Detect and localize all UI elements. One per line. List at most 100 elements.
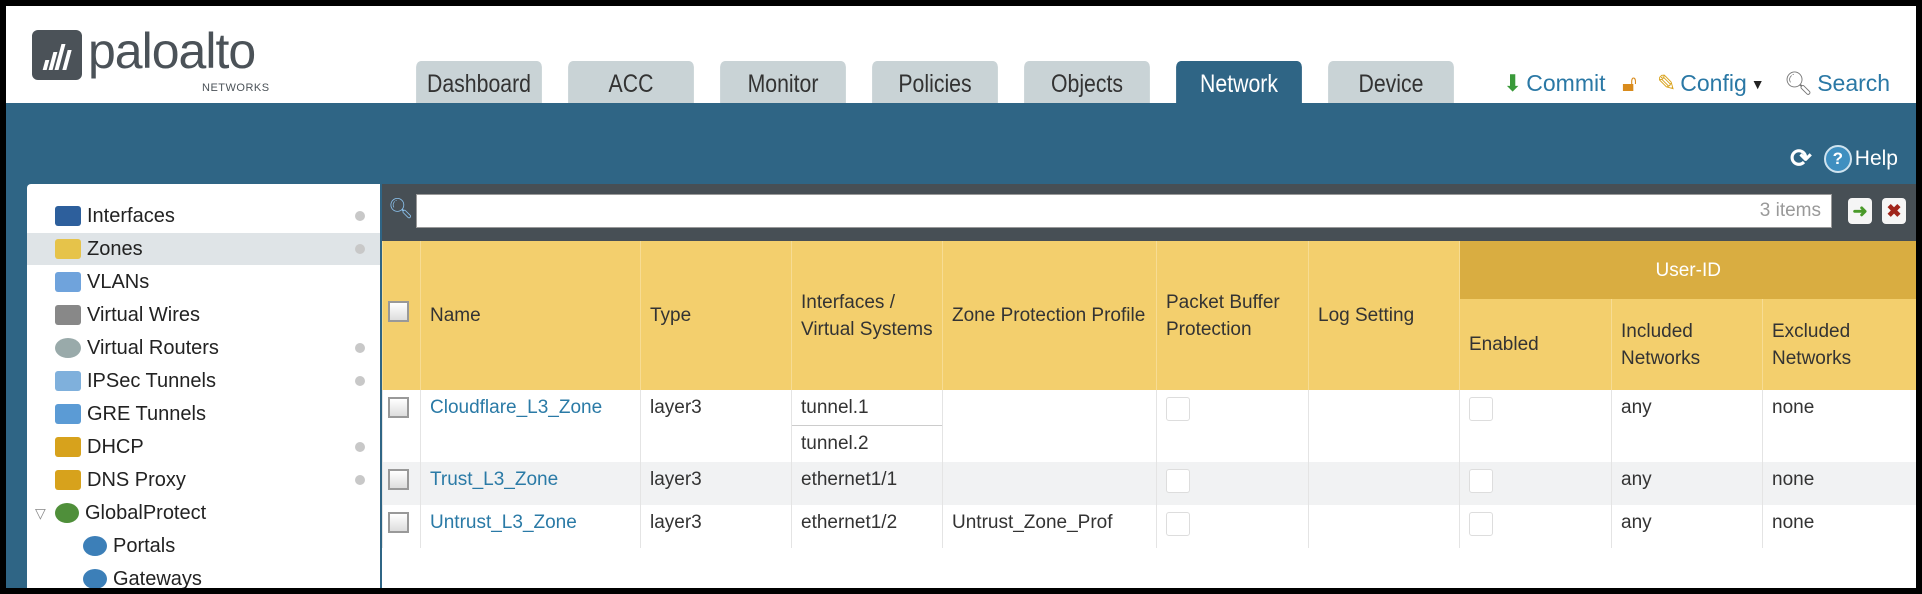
zone-name-link[interactable]: Trust_L3_Zone bbox=[420, 462, 641, 505]
select-all-header bbox=[382, 241, 421, 390]
main-panel: 🔍︎ 3 items ➜ ✖ Name Type Interfaces / Vi… bbox=[382, 184, 1916, 588]
userid-enabled-cell bbox=[1459, 462, 1612, 505]
zone-name-link[interactable]: Cloudflare_L3_Zone bbox=[420, 390, 641, 462]
interface-item: tunnel.2 bbox=[792, 426, 942, 462]
zone-interfaces: ethernet1/1 bbox=[791, 462, 943, 505]
sidebar-item-virtual-wires[interactable]: Virtual Wires bbox=[27, 299, 380, 331]
zone-protection-profile bbox=[942, 390, 1157, 462]
portals-icon bbox=[83, 536, 107, 556]
packet-buffer-checkbox bbox=[1166, 397, 1190, 421]
col-type[interactable]: Type bbox=[640, 241, 792, 390]
config-menu[interactable]: ✎Config▼ bbox=[1657, 70, 1765, 97]
sidebar-item-zones[interactable]: Zones bbox=[27, 233, 380, 265]
dns-icon bbox=[55, 470, 81, 490]
userid-enabled-cell bbox=[1459, 505, 1612, 548]
sidebar-item-gateways[interactable]: Gateways bbox=[27, 563, 380, 588]
log-setting-cell bbox=[1308, 505, 1460, 548]
row-checkbox[interactable] bbox=[388, 397, 409, 418]
status-dot bbox=[355, 376, 365, 386]
sidebar-item-label: Portals bbox=[113, 534, 176, 557]
config-label: Config bbox=[1680, 70, 1747, 96]
zones-table: Name Type Interfaces / Virtual Systems Z… bbox=[382, 241, 1916, 548]
sidebar-item-vlans[interactable]: VLANs bbox=[27, 266, 380, 298]
status-dot bbox=[355, 343, 365, 353]
row-select bbox=[382, 505, 421, 548]
userid-enabled-checkbox bbox=[1469, 512, 1493, 536]
select-all-checkbox[interactable] bbox=[388, 301, 409, 322]
help-button[interactable]: ?Help bbox=[1823, 144, 1898, 173]
ipsec-icon bbox=[55, 371, 81, 391]
sidebar-item-label: IPSec Tunnels bbox=[87, 369, 216, 392]
logo: paloalto NETWORKS bbox=[32, 26, 269, 94]
tab-objects[interactable]: Objects bbox=[1024, 61, 1150, 103]
status-dot bbox=[355, 211, 365, 221]
packet-buffer-cell bbox=[1156, 390, 1309, 462]
zone-type: layer3 bbox=[640, 462, 792, 505]
row-checkbox[interactable] bbox=[388, 512, 409, 533]
lock-button[interactable]: 🔓︎ bbox=[1622, 70, 1637, 97]
col-packet-buffer[interactable]: Packet Buffer Protection bbox=[1156, 241, 1309, 390]
tab-policies[interactable]: Policies bbox=[872, 61, 998, 103]
commit-icon: ⬇ bbox=[1503, 70, 1523, 96]
sidebar-item-ipsec-tunnels[interactable]: IPSec Tunnels bbox=[27, 365, 380, 397]
filter-input[interactable]: 3 items bbox=[416, 194, 1832, 228]
logo-mark-icon bbox=[32, 30, 82, 80]
table-row[interactable]: Trust_L3_Zone layer3 ethernet1/1 any non… bbox=[382, 462, 1916, 505]
col-name[interactable]: Name bbox=[420, 241, 641, 390]
zone-name-link[interactable]: Untrust_L3_Zone bbox=[420, 505, 641, 548]
sidebar-item-dns-proxy[interactable]: DNS Proxy bbox=[27, 464, 380, 496]
included-networks: any bbox=[1611, 462, 1763, 505]
search-link[interactable]: 🔍︎Search bbox=[1784, 70, 1890, 97]
included-networks: any bbox=[1611, 390, 1763, 462]
col-log-setting[interactable]: Log Setting bbox=[1308, 241, 1460, 390]
globalprotect-icon bbox=[55, 503, 79, 523]
zone-protection-profile bbox=[942, 462, 1157, 505]
refresh-icon[interactable]: ⟳ bbox=[1790, 143, 1812, 173]
sidebar-item-label: VLANs bbox=[87, 270, 150, 293]
apply-filter-button[interactable]: ➜ bbox=[1848, 198, 1872, 224]
sidebar-item-label: Virtual Wires bbox=[87, 303, 200, 326]
search-icon: 🔍︎ bbox=[1784, 70, 1814, 96]
sidebar-item-interfaces[interactable]: Interfaces bbox=[27, 200, 380, 232]
tab-acc[interactable]: ACC bbox=[568, 61, 694, 103]
row-checkbox[interactable] bbox=[388, 469, 409, 490]
sidebar-item-label: DNS Proxy bbox=[87, 468, 186, 491]
packet-buffer-cell bbox=[1156, 505, 1309, 548]
sidebar-item-label: Gateways bbox=[113, 567, 202, 589]
status-dot bbox=[355, 244, 365, 254]
col-interfaces[interactable]: Interfaces / Virtual Systems bbox=[791, 241, 943, 390]
tab-device[interactable]: Device bbox=[1328, 61, 1454, 103]
sidebar-item-virtual-routers[interactable]: Virtual Routers bbox=[27, 332, 380, 364]
excluded-networks: none bbox=[1762, 505, 1916, 548]
clear-filter-button[interactable]: ✖ bbox=[1882, 198, 1906, 224]
virtual-routers-icon bbox=[55, 338, 81, 358]
commit-button[interactable]: ⬇Commit bbox=[1503, 70, 1606, 97]
tab-monitor[interactable]: Monitor bbox=[720, 61, 846, 103]
dhcp-icon bbox=[55, 437, 81, 457]
expand-triangle-icon[interactable]: ▽ bbox=[35, 504, 46, 521]
sidebar-item-label: Interfaces bbox=[87, 204, 175, 227]
search-label: Search bbox=[1817, 70, 1891, 96]
search-icon: 🔍︎ bbox=[388, 198, 414, 220]
col-included-networks[interactable]: Included Networks bbox=[1611, 299, 1763, 390]
arrow-right-icon: ➜ bbox=[1852, 201, 1868, 221]
col-excluded-networks[interactable]: Excluded Networks bbox=[1762, 299, 1916, 390]
sidebar-item-portals[interactable]: Portals bbox=[27, 530, 380, 562]
sidebar: Interfaces Zones VLANs Virtual Wires Vir… bbox=[27, 184, 380, 588]
close-icon: ✖ bbox=[1886, 201, 1902, 221]
tab-dashboard[interactable]: Dashboard bbox=[416, 61, 542, 103]
item-count: 3 items bbox=[1759, 200, 1821, 221]
sidebar-item-dhcp[interactable]: DHCP bbox=[27, 431, 380, 463]
col-zone-protection[interactable]: Zone Protection Profile bbox=[942, 241, 1157, 390]
table-row[interactable]: Untrust_L3_Zone layer3 ethernet1/2 Untru… bbox=[382, 505, 1916, 548]
log-setting-cell bbox=[1308, 390, 1460, 462]
packet-buffer-checkbox bbox=[1166, 469, 1190, 493]
sidebar-item-globalprotect[interactable]: ▽GlobalProtect bbox=[27, 497, 380, 529]
help-label: Help bbox=[1854, 146, 1898, 170]
tab-network[interactable]: Network bbox=[1176, 61, 1302, 103]
col-enabled[interactable]: Enabled bbox=[1459, 299, 1612, 390]
sidebar-item-gre-tunnels[interactable]: GRE Tunnels bbox=[27, 398, 380, 430]
lock-icon: 🔓︎ bbox=[1622, 70, 1637, 96]
